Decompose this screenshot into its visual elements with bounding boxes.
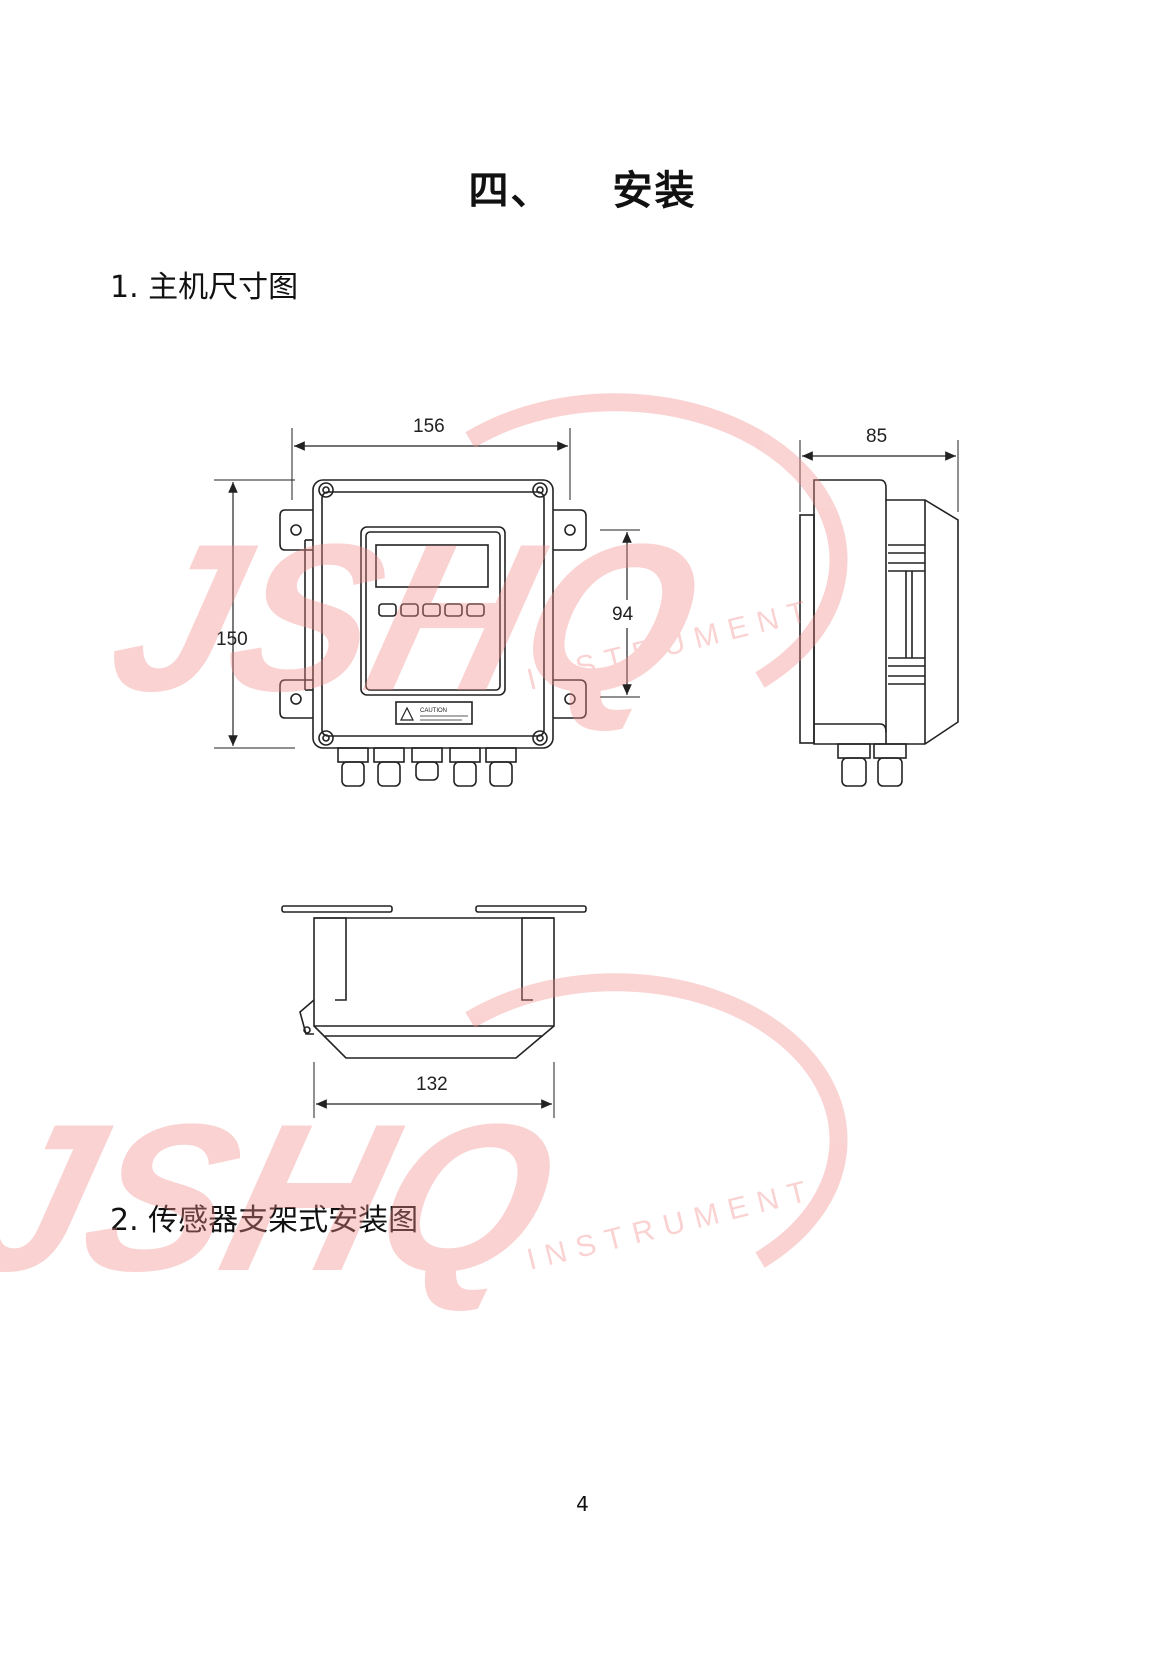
dimension-width: 156 — [413, 416, 445, 437]
dimension-depth: 85 — [866, 426, 887, 447]
section-heading: 四、 安装 — [0, 158, 1165, 216]
bottom-view: 132 — [281, 905, 587, 1118]
caution-label: CAUTION — [420, 708, 447, 714]
dimension-height: 150 — [216, 629, 248, 650]
section-title: 安装 — [612, 168, 697, 214]
dimension-bottom: 132 — [416, 1074, 448, 1095]
cable-glands — [337, 747, 517, 787]
page-number: 4 — [576, 1492, 589, 1516]
front-view: CAUTION 156 150 94 — [214, 416, 640, 787]
subheading-sensor-bracket: 2. 传感器支架式安装图 — [110, 1203, 419, 1238]
subheading-host-dimensions: 1. 主机尺寸图 — [110, 270, 299, 305]
side-view: 85 — [799, 426, 959, 787]
section-number: 四、 — [468, 168, 553, 214]
dimension-panel: 94 — [612, 604, 634, 625]
